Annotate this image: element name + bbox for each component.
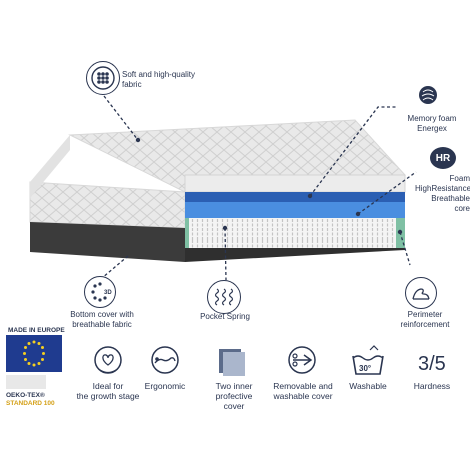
made-in-europe-label: MADE IN EUROPE bbox=[8, 327, 65, 334]
standard-100-label: STANDARD 100 bbox=[6, 400, 55, 407]
hardness-icon: 3/5 bbox=[412, 344, 452, 384]
perimeter-icon bbox=[405, 277, 437, 309]
wash-temp-text: 30° bbox=[359, 364, 371, 373]
oeko-tex-seal bbox=[6, 375, 46, 389]
eu-flag bbox=[6, 335, 62, 372]
eu-stars bbox=[23, 340, 45, 367]
memory-foam-layer bbox=[185, 192, 405, 202]
removable-cover-label: Removable and washable cover bbox=[273, 381, 333, 401]
washable-icon: 30° bbox=[348, 344, 388, 384]
foam-core-label: Foam HighResistance Breathable core bbox=[415, 174, 470, 213]
perimeter-foam-left bbox=[185, 218, 189, 248]
hardness-value: 3/5 bbox=[418, 353, 446, 375]
inner-cover-icon bbox=[212, 344, 252, 384]
bottom-cover-icon-text: 3D bbox=[104, 290, 112, 296]
removable-cover-icon bbox=[282, 344, 322, 384]
hr-foam-layer bbox=[185, 202, 405, 218]
mattress-left-side bbox=[30, 135, 70, 198]
hr-badge: HR bbox=[430, 147, 456, 169]
pocket-spring-icon bbox=[207, 280, 241, 314]
inner-cover-label: Two inner profective cover bbox=[215, 381, 253, 411]
fabric-label: Soft and high-quality fabric bbox=[122, 70, 195, 89]
growth-stage-icon bbox=[88, 344, 128, 384]
mattress-base bbox=[30, 222, 185, 262]
washable-label: Washable bbox=[349, 381, 387, 391]
fabric-icon bbox=[86, 61, 120, 95]
hardness-label: Hardness bbox=[413, 381, 451, 391]
bottom-cover-icon: 3D bbox=[84, 276, 116, 308]
ergonomic-label: Ergonomic bbox=[144, 381, 186, 391]
oeko-tex-label: OEKO-TEX® bbox=[6, 392, 45, 399]
ergonomic-icon bbox=[145, 344, 185, 384]
pocket-spring-label: Pocket Spring bbox=[200, 312, 250, 321]
bottom-cover-label: Bottom cover with breathable fabric bbox=[70, 310, 134, 329]
pocket-spring-layer bbox=[188, 218, 396, 248]
perimeter-label: Perimeter reinforcement bbox=[400, 310, 450, 329]
memory-foam-icon bbox=[415, 82, 441, 108]
memory-foam-label: Memory foam Energex bbox=[407, 114, 457, 133]
growth-stage-label: Ideal for the growth stage bbox=[76, 381, 140, 401]
